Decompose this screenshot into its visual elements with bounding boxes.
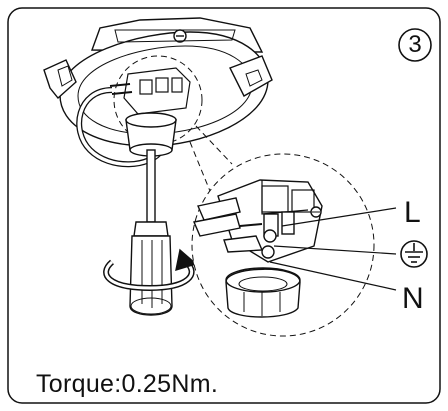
terminal-block-small: [109, 67, 191, 115]
earth-ground-icon: [400, 240, 428, 268]
terminal-block-detail: [193, 179, 323, 263]
leader-line-earth: [273, 245, 397, 255]
mounting-clip-right: [229, 55, 273, 97]
neutral-wire-label: N: [402, 282, 424, 315]
torque-caption: Torque:0.25Nm.: [36, 370, 219, 398]
leader-line-live: [281, 207, 397, 227]
zoom-circle-small: [113, 55, 203, 145]
leader-line-neutral: [269, 261, 397, 291]
lamp-holder-detail: [225, 267, 301, 318]
zoom-guide-line-1: [195, 125, 233, 165]
rotation-arrow-icon: [103, 248, 198, 292]
step-number: 3: [408, 31, 422, 58]
panel-border: [7, 7, 441, 404]
mounting-clip-left: [43, 59, 77, 100]
live-wire-label: L: [404, 196, 421, 229]
zoom-guide-line-2: [189, 141, 213, 197]
step-number-circle: [398, 28, 432, 62]
screwdriver-icon: [129, 149, 173, 316]
